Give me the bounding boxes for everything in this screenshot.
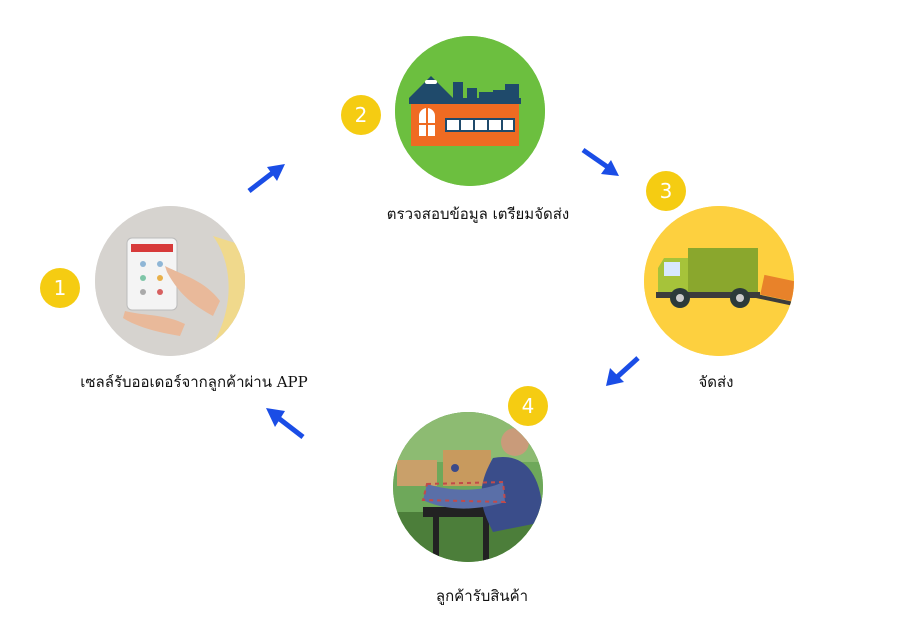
step-1-label: เซลล์รับออเดอร์จากลูกค้าผ่าน APP: [80, 370, 308, 394]
delivery-truck-icon: [644, 206, 794, 356]
arrow-icon: [265, 407, 305, 439]
step-2-badge: 2: [341, 95, 381, 135]
arrow-icon: [247, 163, 287, 193]
customer-receiving-package-photo: [393, 412, 543, 562]
step-3-label: จัดส่ง: [698, 370, 733, 394]
step-1-badge: 1: [40, 268, 80, 308]
step-4-label: ลูกค้ารับสินค้า: [436, 584, 528, 608]
step-4-image: [393, 412, 543, 562]
step-4-badge: 4: [508, 386, 548, 426]
arrow-icon: [604, 356, 640, 388]
step-3-image: [644, 206, 794, 356]
step-3-badge: 3: [646, 171, 686, 211]
arrow-icon: [581, 148, 621, 178]
tablet-order-photo: [95, 206, 245, 356]
step-2-label: ตรวจสอบข้อมูล เตรียมจัดส่ง: [387, 202, 569, 226]
step-2-image: [395, 36, 545, 186]
step-1-image: [95, 206, 245, 356]
warehouse-icon: [395, 36, 545, 186]
